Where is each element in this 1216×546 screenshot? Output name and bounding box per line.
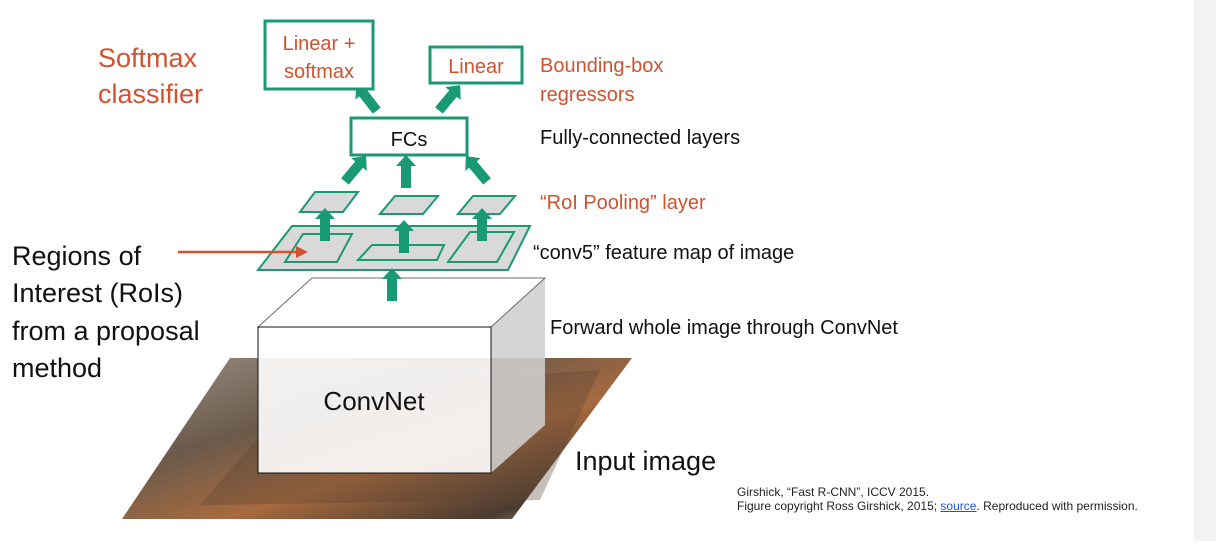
linear-softmax-line1: Linear + xyxy=(283,33,356,55)
conv5-label: “conv5” feature map of image xyxy=(533,242,794,264)
rois-pointer-arrow xyxy=(178,246,308,258)
linear-softmax-line2: softmax xyxy=(284,61,354,83)
convnet-to-featuremap-arrow xyxy=(382,268,402,301)
citation-suffix: . Reproduced with permission. xyxy=(976,499,1138,513)
right-edge-strip xyxy=(1194,0,1216,541)
fc-to-softmax-arrow xyxy=(355,84,381,114)
roi-right-region xyxy=(446,231,516,263)
roi-pooled-cell-middle xyxy=(377,195,441,215)
rois-label-line2: Interest (RoIs) xyxy=(12,278,183,308)
fc-to-linear-arrow xyxy=(435,85,461,114)
pool-right-to-fc-arrow xyxy=(465,156,491,185)
pool-middle-to-fc-arrow xyxy=(396,155,416,188)
fcs-box-label: FCs xyxy=(391,129,428,151)
citation-line1: Girshick, “Fast R-CNN”, ICCV 2015. xyxy=(737,485,930,499)
convnet-label: ConvNet xyxy=(323,386,425,416)
citation-prefix: Figure copyright Ross Girshick, 2015; xyxy=(737,499,941,513)
fcs-box xyxy=(349,116,469,157)
linear-box-label: Linear xyxy=(448,56,504,78)
bbox-regressors-line2: regressors xyxy=(540,84,634,106)
rois-label-line1: Regions of xyxy=(12,241,142,271)
convnet-front-face xyxy=(257,326,492,474)
source-link[interactable]: source xyxy=(940,499,977,513)
fully-connected-label: Fully-connected layers xyxy=(540,127,740,149)
linear-box xyxy=(428,45,524,85)
convnet-right-face xyxy=(491,278,545,473)
roi-pooling-label: “RoI Pooling” layer xyxy=(540,192,706,214)
forward-label: Forward whole image through ConvNet xyxy=(550,317,898,339)
rois-label-line3: from a proposal xyxy=(12,316,200,346)
softmax-classifier-line1: Softmax xyxy=(98,43,198,73)
pool-left-to-fc-arrow xyxy=(341,156,367,185)
bbox-regressors-line1: Bounding-box xyxy=(540,55,663,77)
roi-right-to-pool-arrow xyxy=(472,208,492,241)
citation-line2: Figure copyright Ross Girshick, 2015; so… xyxy=(737,499,1138,513)
linear-softmax-box xyxy=(263,19,375,91)
roi-middle-to-pool-arrow xyxy=(394,220,414,253)
input-image-label: Input image xyxy=(575,446,716,476)
softmax-classifier-line2: classifier xyxy=(98,79,203,109)
citation: Girshick, “Fast R-CNN”, ICCV 2015. Figur… xyxy=(737,485,1138,513)
roi-pooled-cell-left xyxy=(298,191,360,213)
roi-pooled-cell-right xyxy=(455,195,518,215)
rois-label-line4: method xyxy=(12,353,102,383)
roi-left-to-pool-arrow xyxy=(315,208,335,241)
